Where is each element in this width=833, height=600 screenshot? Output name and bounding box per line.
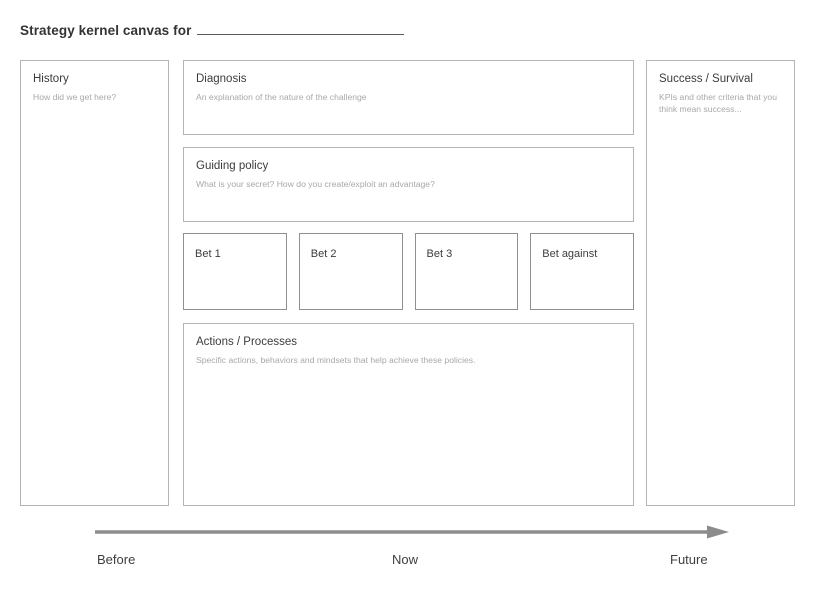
page-title: Strategy kernel canvas for: [20, 23, 192, 38]
panel-guiding-policy-title: Guiding policy: [196, 160, 269, 172]
timeline-label-before: Before: [97, 552, 136, 567]
timeline-labels: Before Now Future: [20, 550, 813, 574]
panel-success-survival-content: Success / Survival KPIs and other criter…: [647, 61, 794, 115]
panel-success-survival-subtitle: KPIs and other criteria that you think m…: [659, 92, 777, 114]
panel-history-title: History: [33, 73, 69, 85]
panel-diagnosis-title: Diagnosis: [196, 73, 247, 85]
timeline-arrow: [95, 524, 730, 540]
panel-diagnosis-content: Diagnosis An explanation of the nature o…: [184, 61, 633, 103]
bet-box-3-label: Bet 3: [426, 248, 453, 260]
panel-guiding-policy-content: Guiding policy What is your secret? How …: [184, 148, 633, 190]
bet-box-against-label: Bet against: [542, 248, 598, 260]
panel-diagnosis-subtitle: An explanation of the nature of the chal…: [196, 92, 367, 102]
bets-row: Bet 1 Bet 2 Bet 3 Bet against: [183, 233, 634, 310]
bet-box-2[interactable]: Bet 2: [298, 233, 403, 310]
bet-box-2-label: Bet 2: [310, 248, 337, 260]
panel-history-content: History How did we get here?: [21, 61, 168, 103]
bet-box-1[interactable]: Bet 1: [183, 233, 287, 310]
panel-diagnosis[interactable]: Diagnosis An explanation of the nature o…: [183, 60, 634, 135]
bet-box-3[interactable]: Bet 3: [414, 233, 519, 310]
panel-success-survival-title: Success / Survival: [659, 73, 753, 85]
canvas-name-blank-field[interactable]: [197, 20, 405, 35]
canvas-header: Strategy kernel canvas for: [20, 20, 405, 38]
bet-box-1-label: Bet 1: [195, 248, 221, 260]
panel-actions-processes-subtitle: Specific actions, behaviors and mindsets…: [196, 355, 476, 365]
panel-guiding-policy-subtitle: What is your secret? How do you create/e…: [196, 179, 435, 189]
bet-box-against[interactable]: Bet against: [530, 233, 634, 310]
panel-guiding-policy[interactable]: Guiding policy What is your secret? How …: [183, 147, 634, 222]
timeline-label-now: Now: [392, 552, 419, 567]
timeline-label-future: Future: [670, 552, 708, 567]
panel-actions-processes-title: Actions / Processes: [196, 336, 297, 348]
panel-success-survival[interactable]: Success / Survival KPIs and other criter…: [646, 60, 795, 506]
panel-actions-processes-content: Actions / Processes Specific actions, be…: [184, 324, 633, 366]
right-arrow-icon: [95, 525, 729, 539]
panel-actions-processes[interactable]: Actions / Processes Specific actions, be…: [183, 323, 634, 506]
panel-history[interactable]: History How did we get here?: [20, 60, 169, 506]
panel-history-subtitle: How did we get here?: [33, 92, 117, 102]
